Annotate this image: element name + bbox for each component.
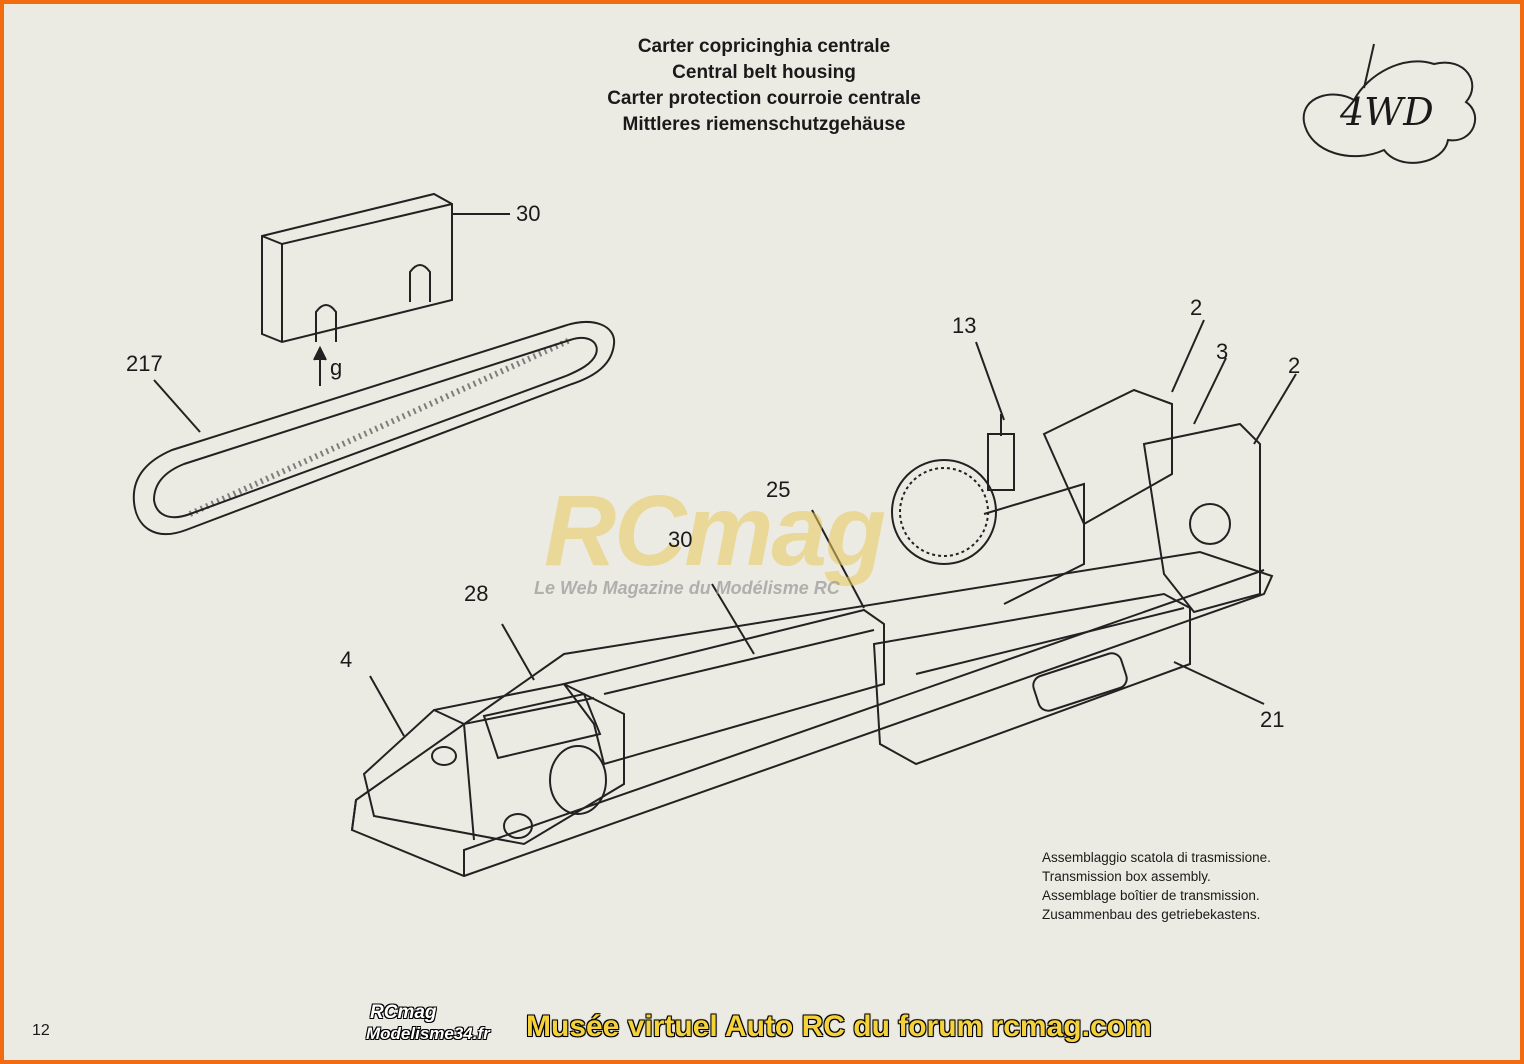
toothed-belt-part [132, 321, 616, 535]
page-number: 12 [32, 1022, 50, 1039]
assembly-caption: Assemblaggio scatola di trasmissione. Tr… [1042, 848, 1362, 924]
4wd-badge-outline [1302, 60, 1477, 164]
4wd-badge: 4WD [1340, 90, 1434, 134]
callout-217: 217 [126, 351, 163, 376]
callout-30-mid: 30 [668, 527, 693, 552]
callout-3: 3 [1216, 339, 1229, 364]
callout-2-b: 2 [1288, 353, 1301, 378]
caption-italian: Assemblaggio scatola di trasmissione. [1042, 850, 1271, 865]
callout-13: 13 [952, 313, 977, 338]
belt-housing-part [261, 192, 453, 344]
chassis-plate-part [350, 550, 1274, 878]
page-title-block: Carter copricinghia centrale Central bel… [474, 34, 1054, 138]
side-cover-part [872, 592, 1191, 766]
title-french: Carter protection courroie centrale [607, 88, 921, 109]
callout-g: g [330, 355, 343, 380]
callout-2-a: 2 [1190, 295, 1203, 320]
central-belt-housing-part [562, 608, 885, 766]
footer-logo-line1: RCmag [370, 1002, 437, 1023]
footer-logo: RCmag Modelisme34.fr [366, 1002, 516, 1054]
callout-30-top: 30 [516, 201, 541, 226]
spur-gear-part [891, 459, 997, 565]
rear-gearbox-part [362, 682, 625, 846]
exploded-assembly-drawing [132, 43, 1477, 878]
callout-4: 4 [340, 647, 353, 672]
footer-banner: Musée virtuel Auto RC du forum rcmag.com [526, 1010, 1152, 1043]
caption-french: Assemblage boîtier de transmission. [1042, 888, 1260, 903]
title-italian: Carter copricinghia centrale [637, 36, 891, 57]
title-english: Central belt housing [672, 62, 856, 83]
footer-logo-line2: Modelisme34.fr [366, 1024, 490, 1043]
callout-28: 28 [464, 581, 489, 606]
callout-21: 21 [1260, 707, 1285, 732]
caption-english: Transmission box assembly. [1042, 869, 1211, 884]
manual-page: Carter copricinghia centrale Central bel… [4, 4, 1520, 1060]
title-german: Mittleres riemenschutzgehäuse [622, 114, 906, 135]
callout-25: 25 [766, 477, 791, 502]
caption-german: Zusammenbau des getriebekastens. [1042, 907, 1261, 922]
